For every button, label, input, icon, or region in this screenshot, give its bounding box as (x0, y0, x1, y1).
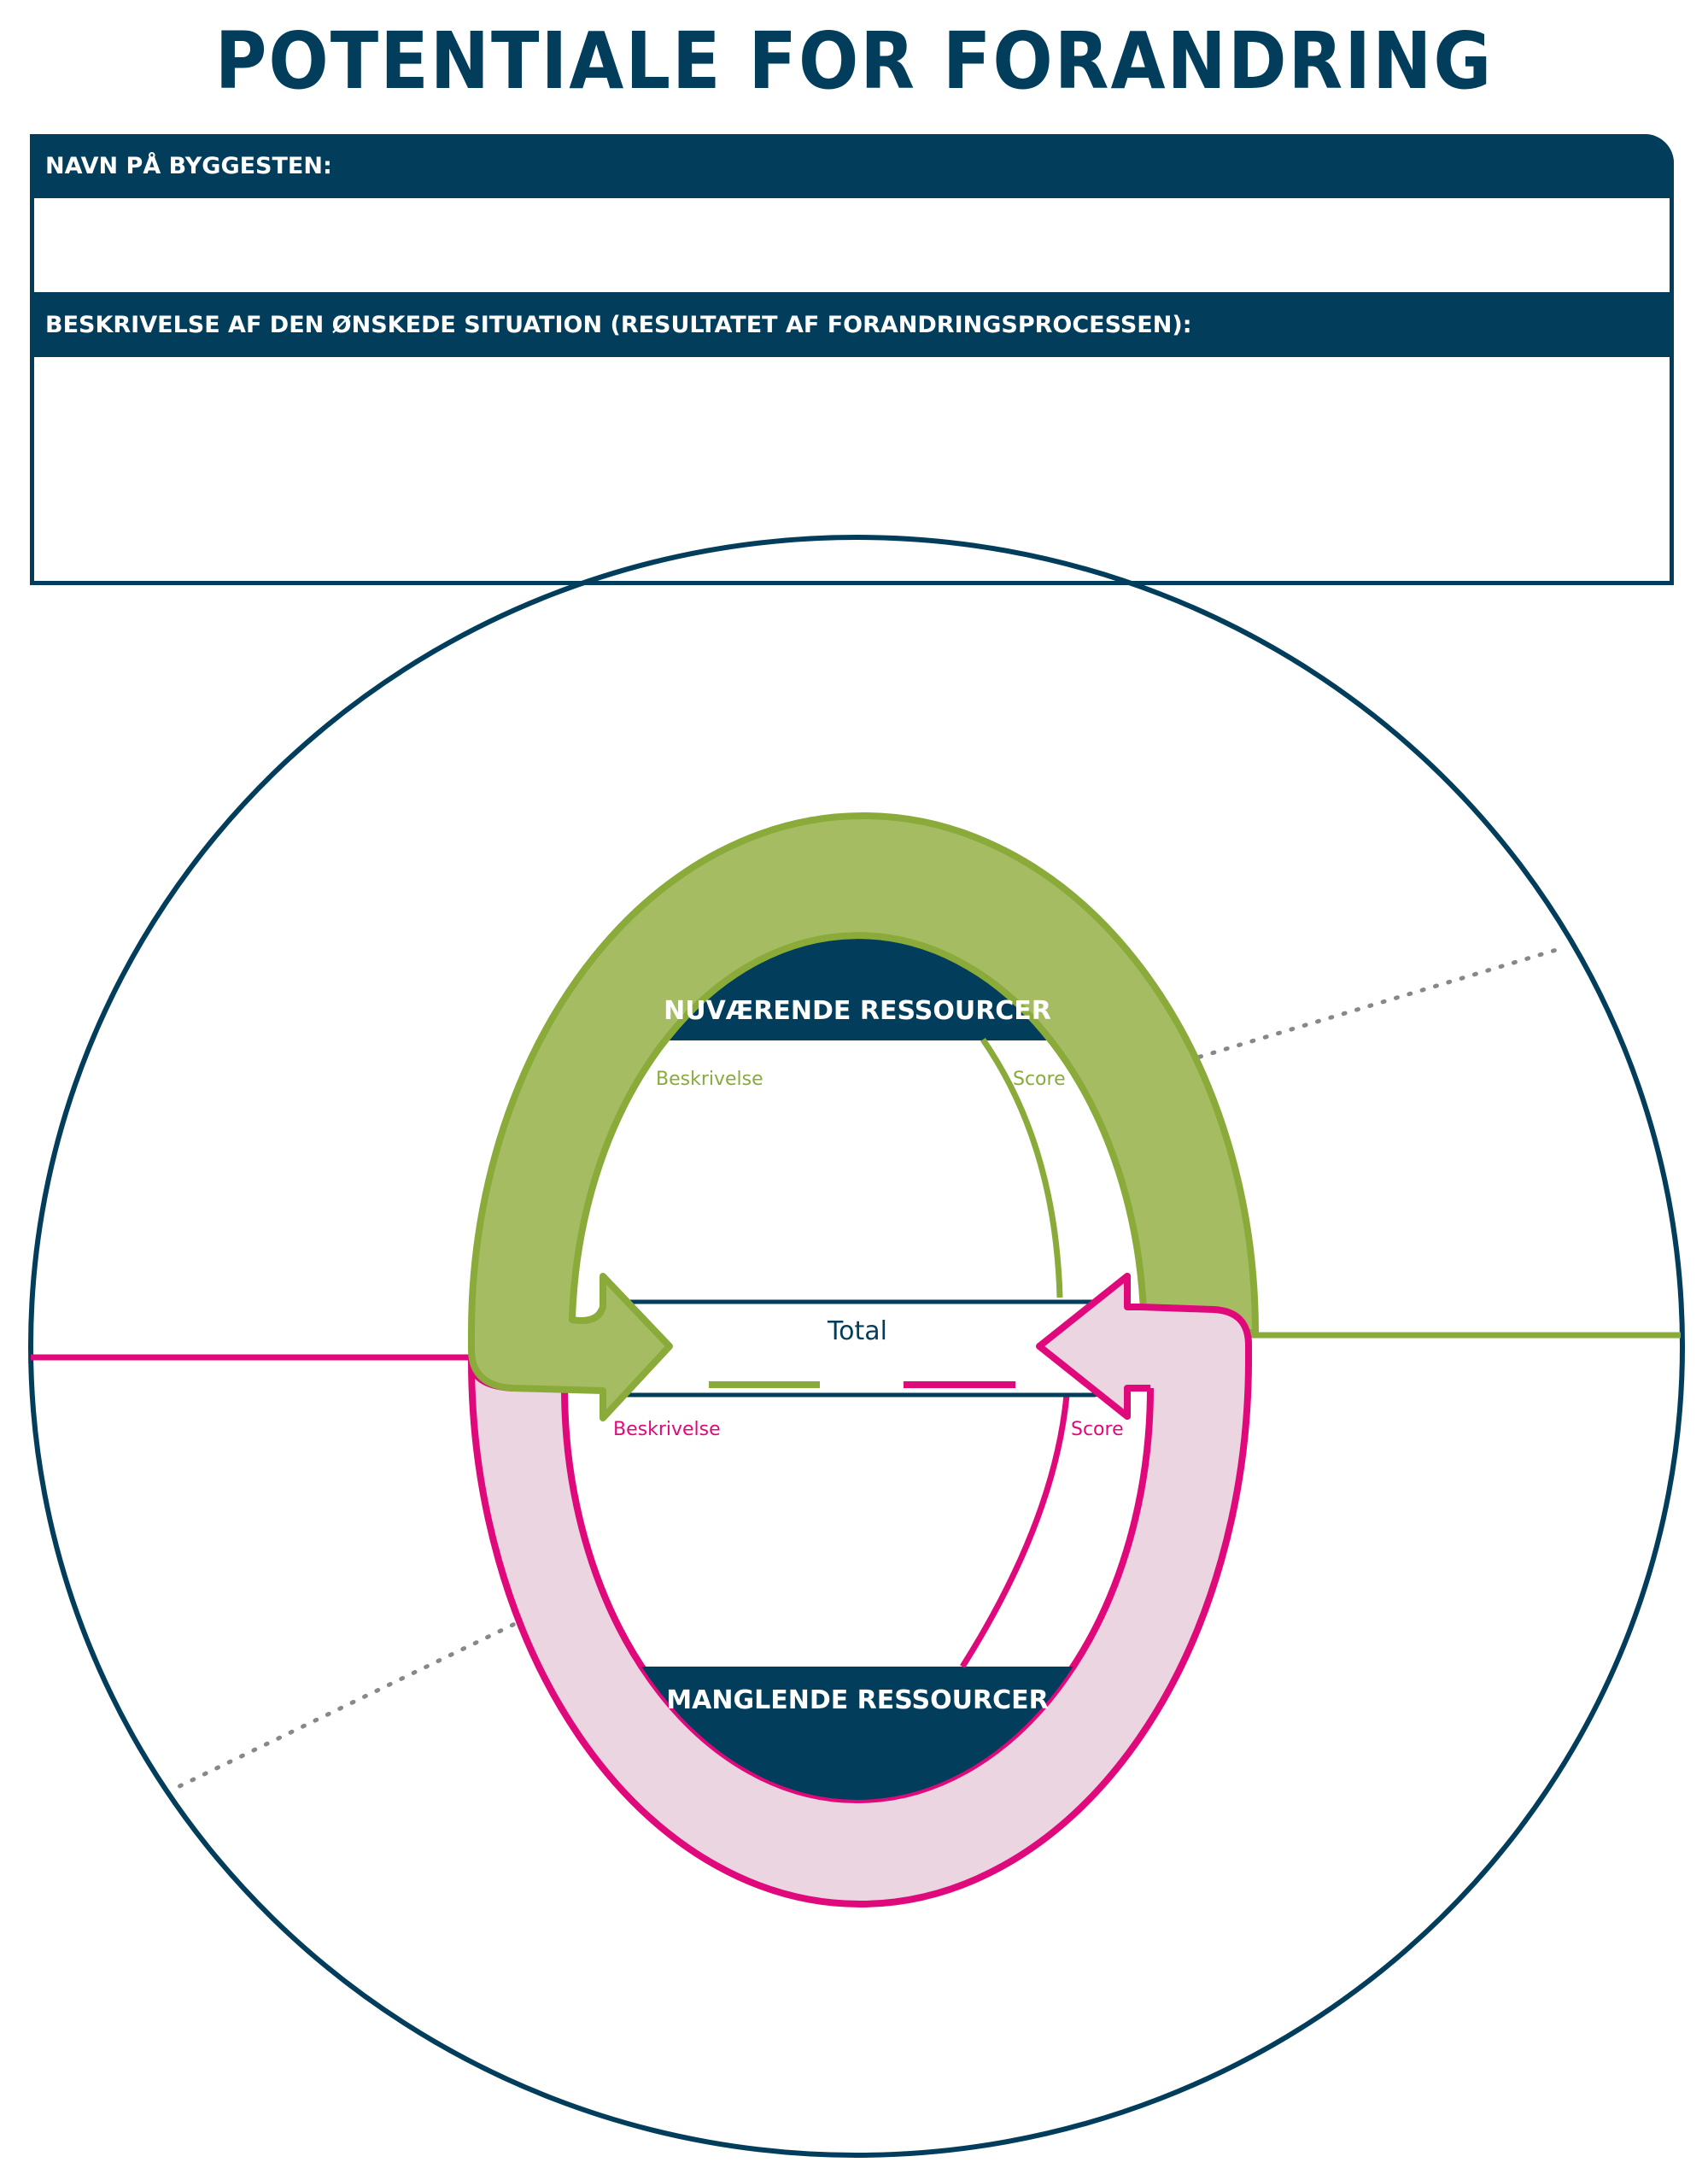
missing-score-label: Score (1071, 1419, 1124, 1440)
name-header: NAVN PÅ BYGGESTEN: (30, 134, 1674, 198)
total-label: Total (827, 1316, 887, 1346)
current-description-label: Beskrivelse (656, 1069, 763, 1090)
name-label: NAVN PÅ BYGGESTEN: (45, 153, 332, 179)
missing-resources-heading: MANGLENDE RESSOURCER (666, 1685, 1048, 1715)
green-score-divider (980, 1038, 1063, 1298)
green-cycle-arrow (468, 812, 1259, 1421)
current-resources-heading: NUVÆRENDE RESSOURCER (664, 996, 1051, 1026)
description-header: BESKRIVELSE AF DEN ØNSKEDE SITUATION (RE… (30, 292, 1674, 357)
missing-resources-cap (641, 1667, 1073, 1800)
current-score-label: Score (1013, 1069, 1066, 1090)
outer-circle (28, 535, 1686, 2158)
building-block-form: NAVN PÅ BYGGESTEN: BESKRIVELSE AF DEN ØN… (30, 134, 1674, 585)
description-label: BESKRIVELSE AF DEN ØNSKEDE SITUATION (RE… (45, 311, 1192, 338)
page-title: POTENTIALE FOR FORANDRING (214, 15, 1494, 107)
missing-description-label: Beskrivelse (613, 1419, 721, 1440)
pink-score-divider (960, 1394, 1070, 1668)
